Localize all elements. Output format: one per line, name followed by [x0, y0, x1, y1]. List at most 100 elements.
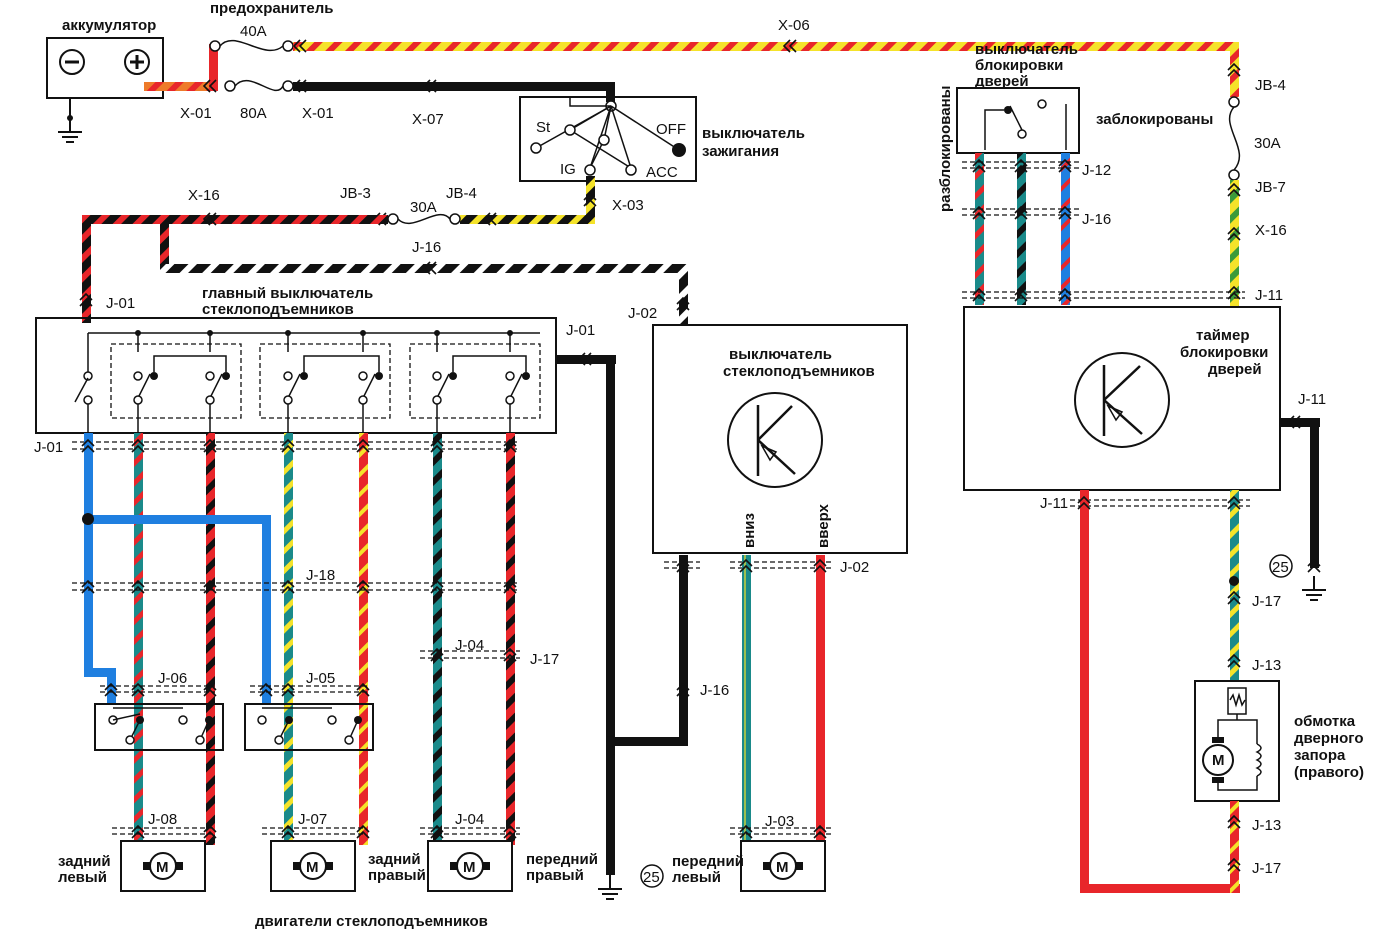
- fuse-30a-right: [1228, 106, 1241, 171]
- fuse-30a-left-label: 30A: [410, 199, 437, 216]
- motor-front-right-m: M: [463, 859, 476, 876]
- wire-front-right-b: [506, 433, 515, 845]
- main-switch-contacts: [133, 330, 530, 433]
- connector-j11-left-label: J-11: [1040, 495, 1068, 512]
- connector-j13-top-label: J-13: [1252, 657, 1281, 674]
- connector-j08-label: J-08: [148, 811, 177, 828]
- front-right-label-2: правый: [526, 867, 584, 884]
- wire-lock-unlocked: [975, 153, 984, 305]
- connector-j16-right-label: J-16: [1082, 211, 1111, 228]
- switch-junction: [507, 330, 513, 336]
- rear-left-label-1: задний: [58, 853, 111, 870]
- ignition-st-label: St: [536, 119, 551, 136]
- connector-j06-label: J-06: [158, 670, 187, 687]
- switch-contact: [283, 371, 293, 381]
- switch-contact: [133, 371, 143, 381]
- passenger-switch-up-label: вверх: [815, 503, 832, 548]
- connector-j16-mid-label: J-16: [700, 682, 729, 699]
- wire-front-left-up: [816, 555, 825, 845]
- coil-motor-m: M: [1212, 752, 1225, 769]
- connector-j01-left-label: J-01: [34, 439, 63, 456]
- switch-contact: [358, 371, 368, 381]
- switch-contact-closed: [375, 372, 383, 380]
- left-window-wires: [81, 433, 517, 845]
- switch-contact-closed: [300, 372, 308, 380]
- connector-j02-bottom-label: J-02: [840, 559, 869, 576]
- connector-j11-top-label: J-11: [1255, 287, 1283, 304]
- timer-title-3: дверей: [1208, 361, 1262, 378]
- switch-contact-closed: [150, 372, 158, 380]
- connector-j05-label: J-05: [306, 670, 335, 687]
- door-lock-switch: [956, 87, 1080, 154]
- connector-jb4-right-label: JB-4: [1255, 77, 1286, 94]
- connector-j01-right-label: J-01: [566, 322, 595, 339]
- ignition-title-1: выключатель: [702, 125, 805, 142]
- passenger-switch-title-2: стеклоподъемников: [723, 363, 875, 380]
- connector-x07-label: X-07: [412, 111, 444, 128]
- connector-x01-b-label: X-01: [302, 105, 334, 122]
- coil-label-1: обмотка: [1294, 713, 1356, 730]
- connector-j17-right-label: J-17: [1252, 593, 1281, 610]
- main-switch-title-1: главный выключатель: [202, 285, 373, 302]
- connector-j16-top-label: J-16: [412, 239, 441, 256]
- connector-x01-label: X-01: [180, 105, 212, 122]
- wire-lock-common: [1017, 153, 1026, 305]
- switch-contact: [205, 395, 215, 405]
- fuse-label: предохранитель: [210, 0, 333, 17]
- wire-x07-black: [293, 82, 615, 91]
- lock-switch-title-2: блокировки: [975, 57, 1063, 74]
- battery-label: аккумулятор: [62, 17, 156, 34]
- connector-x16-top-label: X-16: [188, 187, 220, 204]
- ignition-title-2: зажигания: [702, 143, 779, 160]
- switch-contact: [283, 395, 293, 405]
- connector-j04-bottom-label: J-04: [455, 811, 484, 828]
- wire-blue-main: [84, 433, 93, 672]
- wire-jb7-green-yellow: [1230, 180, 1239, 307]
- wire-rear-right-a: [284, 433, 293, 845]
- fuse-30a-left: [397, 213, 451, 225]
- timer-title-2: блокировки: [1180, 344, 1268, 361]
- wire-coil-teal: [1230, 490, 1239, 682]
- connector-j02-top-label: J-02: [628, 305, 657, 322]
- main-window-switch: [35, 317, 557, 434]
- connector-j04-top-label: J-04: [455, 637, 484, 654]
- rear-left-door-switch: [94, 703, 224, 751]
- connector-jb7-label: JB-7: [1255, 179, 1286, 196]
- connector-x16-right-label: X-16: [1255, 222, 1287, 239]
- switch-contact-closed: [222, 372, 230, 380]
- passenger-switch-down-label: вниз: [741, 513, 758, 548]
- connector-j01-bottom: [72, 441, 520, 450]
- ignition-ig-label: IG: [560, 161, 576, 178]
- switch-junction: [207, 330, 213, 336]
- wire-rear-left-a: [134, 433, 143, 845]
- ignition-switch: [519, 96, 697, 182]
- wire-x06-red-yellow: [293, 42, 1239, 51]
- wire-rear-right-b: [359, 433, 368, 845]
- connector-j03-label: J-03: [765, 813, 794, 830]
- door-lock-timer: [963, 306, 1281, 491]
- motor-rear-right-m: M: [306, 859, 319, 876]
- switch-blade: [362, 373, 376, 399]
- wire-coil-bottom: [1230, 801, 1239, 893]
- lock-switch-title-3: дверей: [975, 73, 1029, 90]
- ignition-off-label: OFF: [656, 121, 686, 138]
- switch-blade: [137, 373, 151, 399]
- motor-front-left-m: M: [776, 859, 789, 876]
- rear-right-label-2: правый: [368, 867, 426, 884]
- switch-contact: [432, 371, 442, 381]
- switch-contact: [505, 371, 515, 381]
- wire-rear-left-b: [206, 433, 215, 845]
- wire-junction: [82, 513, 94, 525]
- lock-switch-title-1: выключатель: [975, 41, 1078, 58]
- switch-contact: [133, 395, 143, 405]
- wire-j11-ground: [1280, 418, 1320, 427]
- connector-j01-top-label: J-01: [106, 295, 135, 312]
- wire-front-left-down: [742, 555, 751, 845]
- fuse-block: [209, 39, 294, 92]
- connector-j07-label: J-07: [298, 811, 327, 828]
- coil-label-4: (правого): [1294, 764, 1364, 781]
- switch-blade: [209, 373, 223, 399]
- wire-blue-rear-left: [84, 668, 114, 677]
- front-right-label-1: передний: [526, 851, 598, 868]
